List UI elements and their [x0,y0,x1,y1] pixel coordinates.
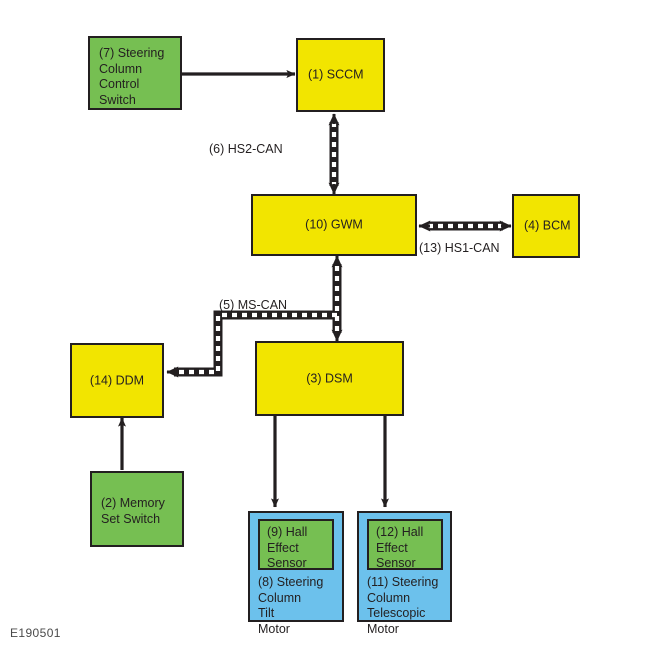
node-label: (3) DSM [306,370,353,385]
node-ddm[interactable]: (14) DDM [70,343,164,418]
node-gwm[interactable]: (10) GWM [251,194,417,256]
figure-id-label: E190501 [10,626,61,640]
node-tilt-hall-effect-sensor[interactable]: (9) Hall Effect Sensor [258,519,334,570]
node-label: (14) DDM [89,372,145,387]
node-label: (4) BCM [524,218,571,233]
node-sccm[interactable]: (1) SCCM [296,38,385,112]
node-label: (12) Hall Effect Sensor [376,525,424,570]
node-label: (8) Steering Column Tilt Motor [258,575,324,636]
node-steering-column-control-switch[interactable]: (7) Steering Column Control Switch [88,36,182,110]
node-label: (11) Steering Column Telescopic Motor [367,575,439,636]
wire-ms-can-bus [166,255,343,378]
node-label: (10) GWM [305,217,363,232]
node-label: (1) SCCM [308,67,364,82]
node-telescopic-hall-effect-sensor[interactable]: (12) Hall Effect Sensor [367,519,443,570]
edge-label-hs1-can: (13) HS1-CAN [419,241,500,255]
node-dsm[interactable]: (3) DSM [255,341,404,416]
node-label: (2) Memory Set Switch [101,496,165,526]
node-memory-set-switch[interactable]: (2) Memory Set Switch [90,471,184,547]
edge-label-ms-can: (5) MS-CAN [219,298,288,312]
node-label: (9) Hall Effect Sensor [267,525,308,570]
node-label: (7) Steering Column Control Switch [99,46,165,107]
node-steering-column-tilt-motor[interactable]: (9) Hall Effect Sensor (8) Steering Colu… [248,511,344,636]
edge-label-hs2-can: (6) HS2-CAN [209,142,283,156]
node-bcm[interactable]: (4) BCM [512,194,580,258]
node-steering-column-telescopic-motor[interactable]: (12) Hall Effect Sensor (11) Steering Co… [357,511,452,636]
